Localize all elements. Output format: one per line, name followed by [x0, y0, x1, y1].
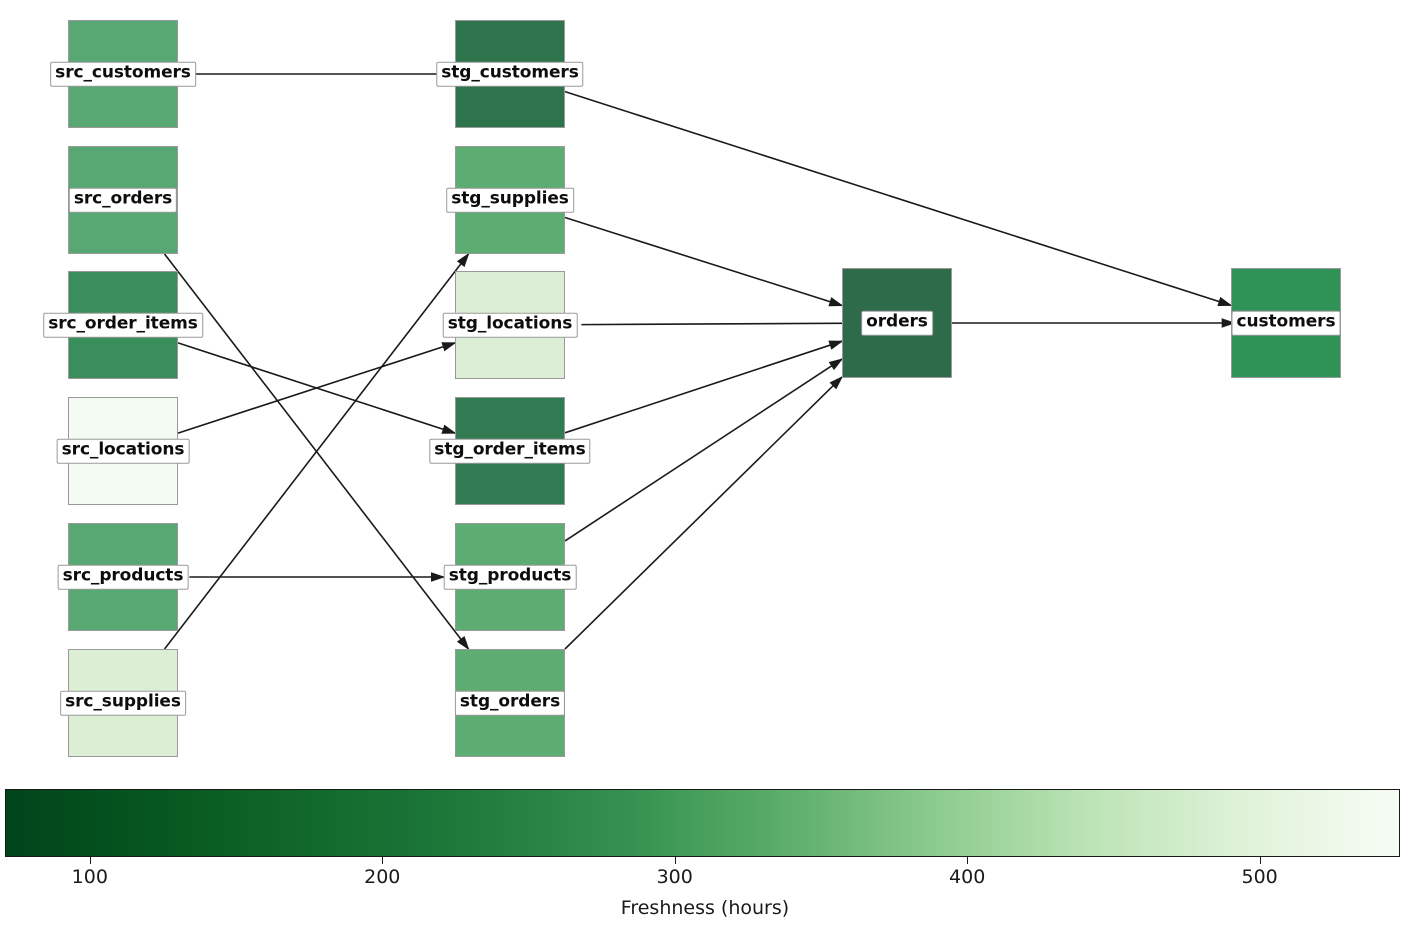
edge-stg_supplies-to-orders [564, 216, 844, 307]
edge-layer [163, 73, 1237, 651]
node-label-src_products: src_products [57, 564, 189, 590]
node-label-stg_supplies: stg_supplies [446, 187, 574, 213]
colorbar-tick-label: 400 [949, 866, 986, 888]
colorbar-tick-label: 200 [364, 866, 401, 888]
node-label-src_order_items: src_order_items [43, 312, 203, 338]
node-label-orders: orders [861, 310, 933, 336]
colorbar-tick-mark [1259, 857, 1261, 864]
colorbar-tick-mark [967, 857, 969, 864]
node-label-stg_orders: stg_orders [454, 690, 566, 716]
edge-stg_products-to-orders [564, 358, 844, 542]
node-label-src_customers: src_customers [50, 61, 196, 87]
node-label-src_supplies: src_supplies [60, 690, 186, 716]
colorbar-axis-label: Freshness (hours) [620, 897, 790, 919]
node-label-stg_products: stg_products [443, 564, 577, 590]
node-label-stg_customers: stg_customers [436, 61, 584, 87]
colorbar-tick-label: 300 [656, 866, 693, 888]
node-label-customers: customers [1231, 310, 1341, 336]
colorbar-gradient [5, 789, 1400, 857]
node-label-src_locations: src_locations [56, 438, 190, 464]
colorbar: 100 200 300 400 500 Freshness (hours) [0, 780, 1410, 926]
edge-stg_order_items-to-orders [564, 340, 844, 434]
edge-stg_orders-to-orders [564, 375, 844, 650]
edge-src_orders-to-stg_orders [163, 253, 470, 651]
colorbar-tick-mark [674, 857, 676, 864]
colorbar-tick-label: 500 [1241, 866, 1278, 888]
edge-src_locations-to-stg_locations [177, 342, 457, 434]
colorbar-tick-mark [89, 857, 91, 864]
node-label-stg_locations: stg_locations [442, 312, 578, 338]
colorbar-ticks: 100 200 300 400 500 [0, 857, 1410, 888]
edge-src_order_items-to-stg_order_items [177, 342, 457, 434]
colorbar-tick-mark [382, 857, 384, 864]
edge-src_supplies-to-stg_supplies [163, 252, 470, 650]
edge-stg_locations-to-orders [581, 318, 862, 329]
node-label-stg_order_items: stg_order_items [429, 438, 591, 464]
node-label-src_orders: src_orders [68, 187, 178, 213]
edge-group [163, 73, 1237, 651]
colorbar-tick-label: 100 [71, 866, 108, 888]
